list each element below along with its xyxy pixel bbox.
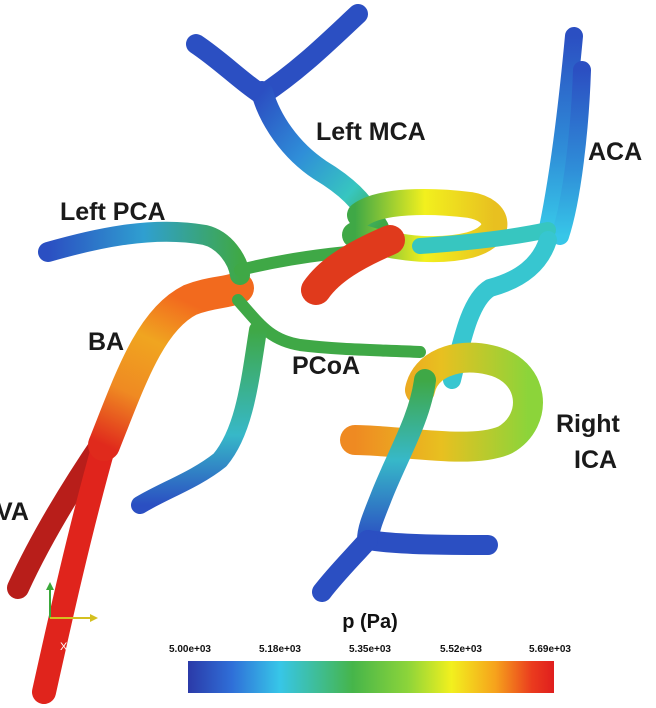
label-ica: ICA <box>574 446 617 474</box>
vessel-pcoa <box>232 294 426 358</box>
orientation-axes: X <box>46 582 98 653</box>
vessel-ba <box>88 272 254 461</box>
label-right: Right <box>556 410 621 438</box>
vessel-right-ica-loop <box>340 342 543 462</box>
vessel-network <box>7 4 591 704</box>
vessel-left-pca <box>38 221 250 285</box>
vessel-mca-branch-2 <box>252 4 368 105</box>
vessel-aca-2 <box>551 61 591 245</box>
colorbar-gradient <box>188 661 554 693</box>
label-pcoa: PCoA <box>292 352 360 380</box>
axis-x-label: X <box>60 641 68 653</box>
colorbar-tick-0: 5.00e+03 <box>169 644 211 655</box>
label-left-mca: Left MCA <box>316 118 426 146</box>
label-ba: BA <box>88 328 124 356</box>
label-aca: ACA <box>588 138 642 166</box>
vessel-mca-branch-1 <box>186 34 268 102</box>
vessel-right-pca <box>131 321 267 514</box>
vessel-right-ica-descending <box>357 369 436 551</box>
colorbar-tick-3: 5.52e+03 <box>440 644 482 655</box>
vessel-aca-1 <box>539 27 583 237</box>
colorbar: p (Pa) 5.00e+03 5.18e+03 5.35e+03 5.52e+… <box>169 611 571 693</box>
vessel-bottom-branch-1 <box>358 530 498 555</box>
label-left-pca: Left PCA <box>60 198 166 226</box>
colorbar-tick-1: 5.18e+03 <box>259 644 301 655</box>
label-va: VA <box>0 498 29 526</box>
colorbar-tick-2: 5.35e+03 <box>349 644 391 655</box>
vessel-right-va <box>32 433 116 704</box>
vessel-mca-loop <box>342 189 508 263</box>
vessel-left-ica <box>301 225 405 305</box>
vessel-aca-connector <box>412 222 556 254</box>
axis-y-arrow <box>46 582 54 590</box>
colorbar-title: p (Pa) <box>342 611 398 633</box>
colorbar-tick-4: 5.69e+03 <box>529 644 571 655</box>
vessel-bottom-branch-2 <box>312 530 378 602</box>
vessel-labels: Left MCA ACA Left PCA BA PCoA Right ICA … <box>0 118 642 526</box>
axis-x-arrow <box>90 614 98 622</box>
